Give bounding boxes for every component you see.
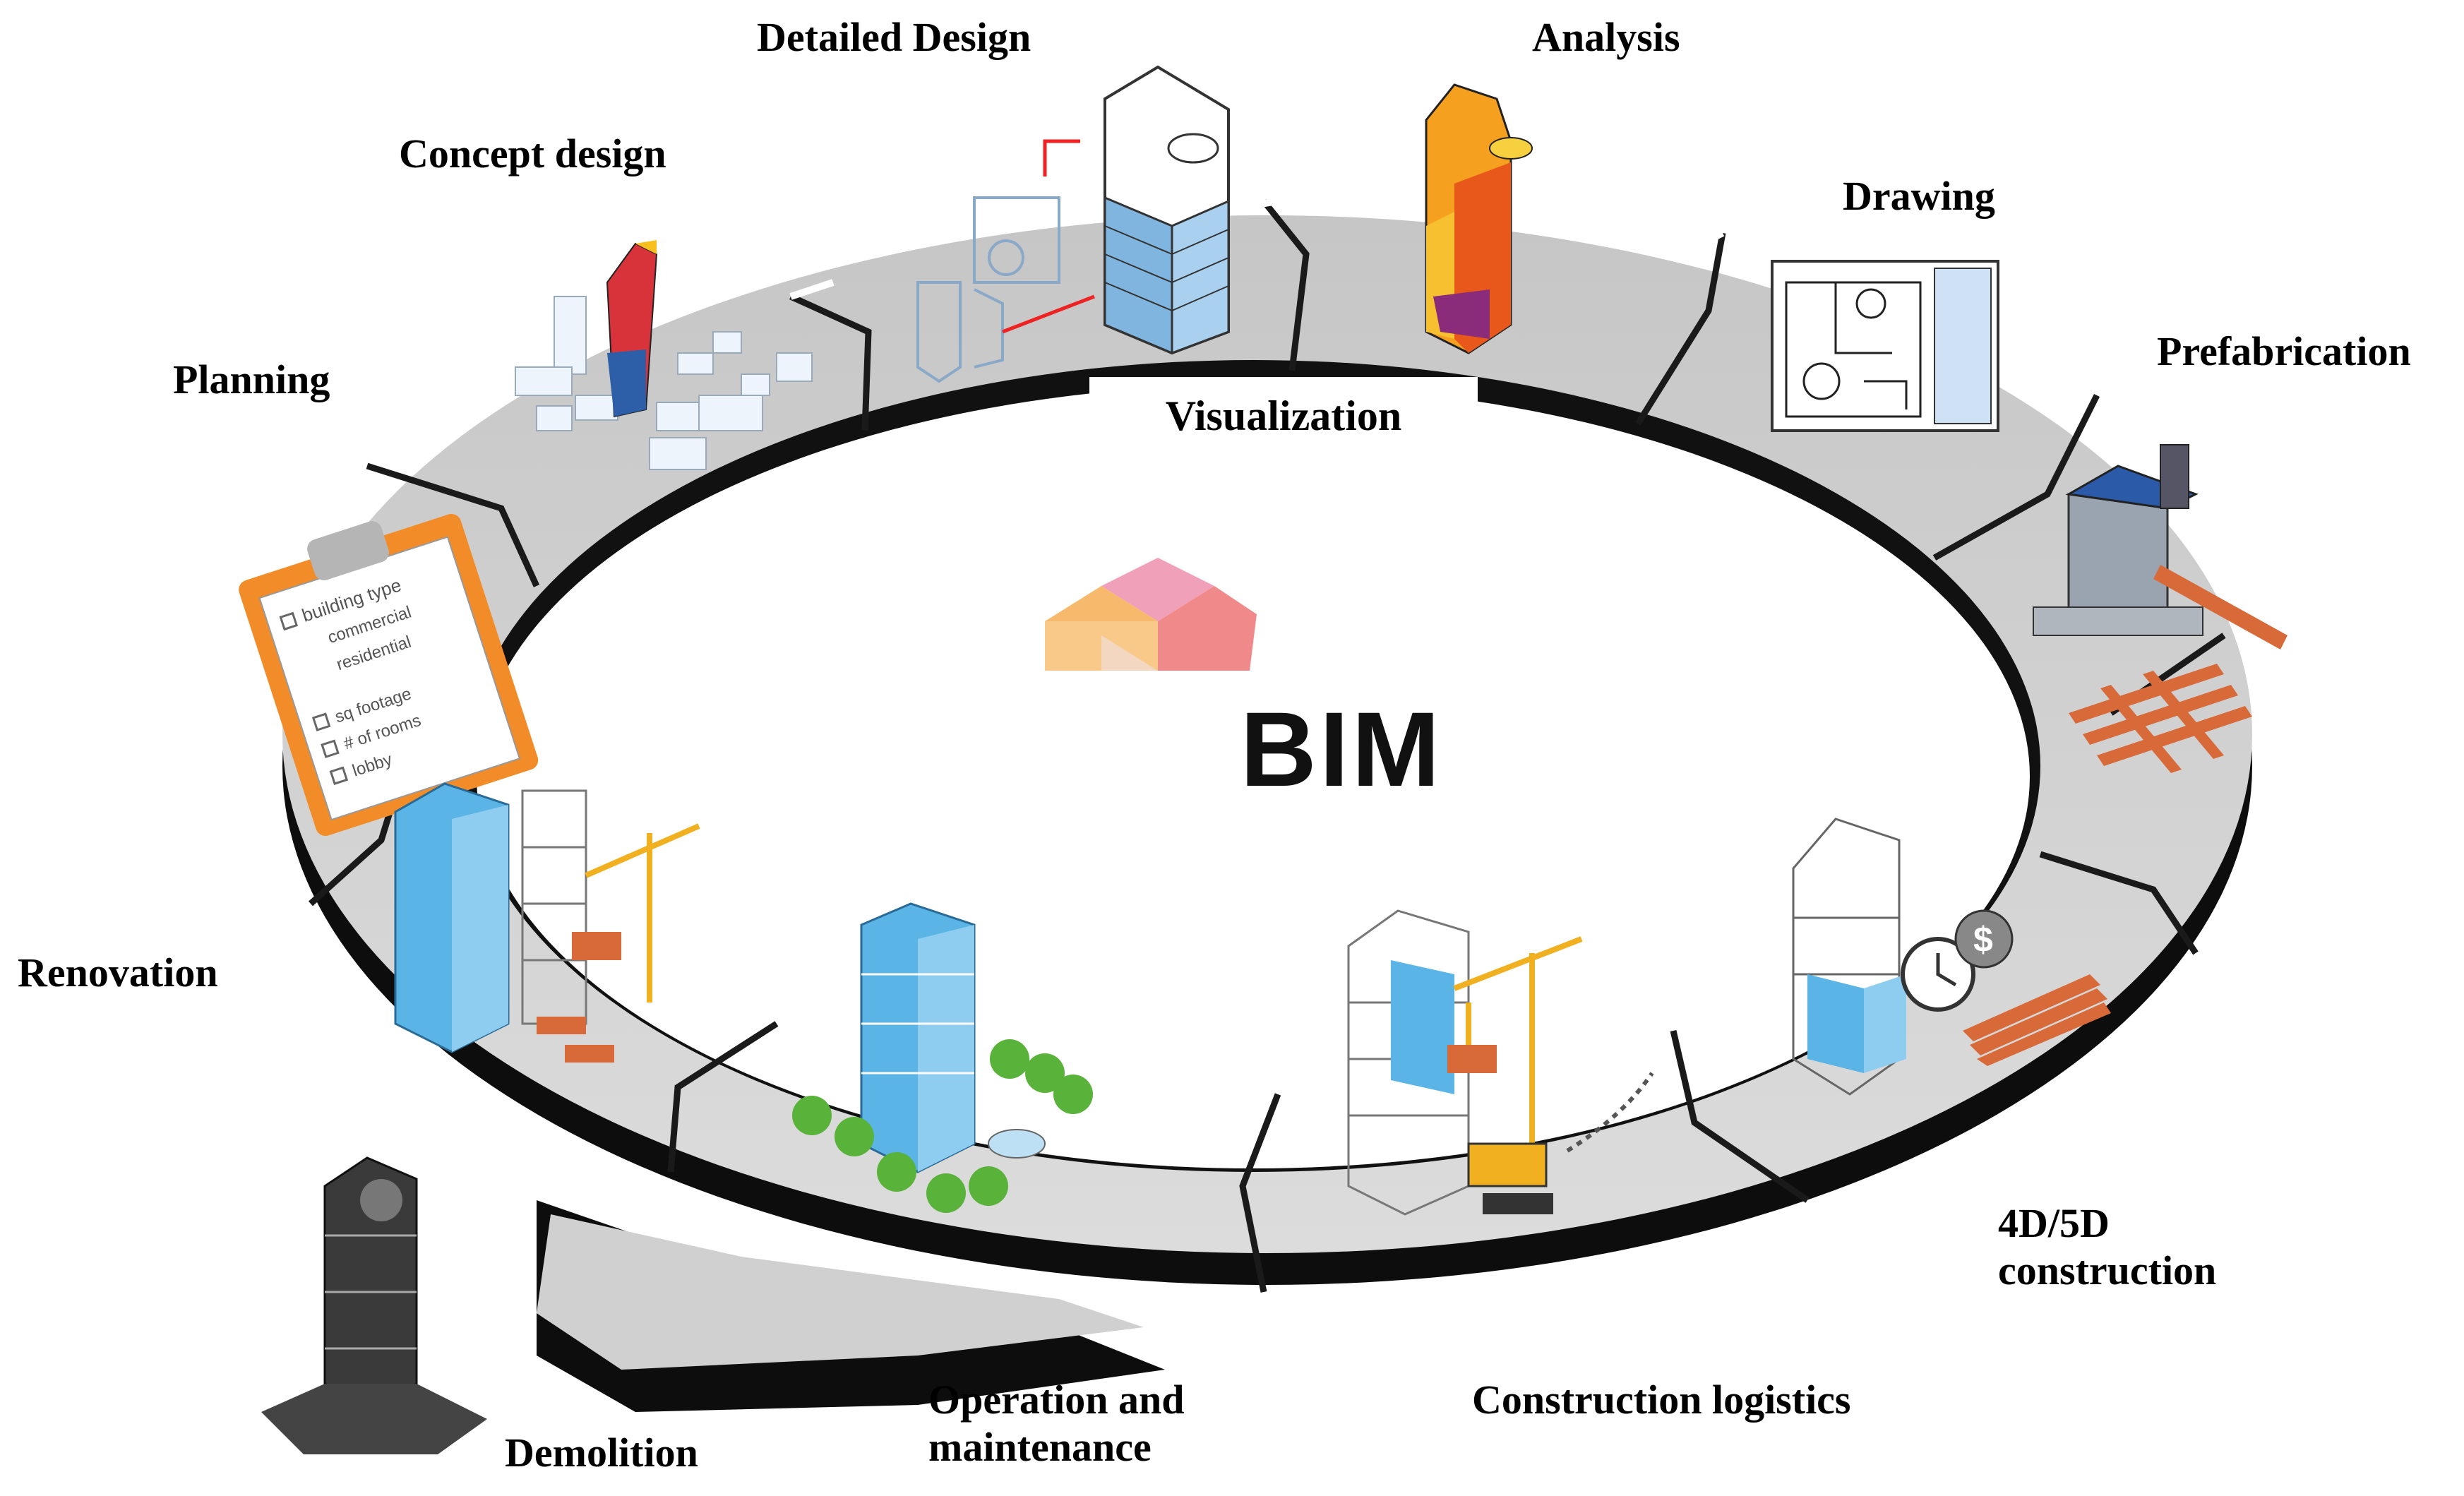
edge-highlights: [789, 194, 1725, 300]
label-4d5d-line1: 4D/5D: [1998, 1200, 2110, 1246]
label-construction-logistics: Construction logistics: [1472, 1377, 1851, 1423]
operation-maintenance-icon: [792, 902, 1093, 1213]
detailed-design-icon: [916, 65, 1230, 383]
label-detailed-design: Detailed Design: [757, 14, 1031, 60]
visualization-label: Visualization: [1165, 393, 1402, 439]
label-4d5d-construction: 4D/5D construction: [1998, 1200, 2216, 1294]
label-prefabrication: Prefabrication: [2157, 328, 2411, 374]
construction-4d5d-icon: $: [1792, 818, 2111, 1096]
demolition-icon: [261, 1156, 487, 1454]
visualization-box: [1089, 377, 1478, 455]
floorplan-drawing-icon: [1771, 260, 1999, 432]
label-operation-maintenance: Operation and maintenance: [928, 1377, 1185, 1471]
segment-dividers: [308, 199, 2226, 1293]
label-demolition: Demolition: [505, 1430, 698, 1476]
label-analysis: Analysis: [1532, 14, 1680, 60]
label-operation-line1: Operation and: [928, 1377, 1185, 1423]
analysis-icon: [1425, 83, 1533, 354]
concept-massing-icon: [515, 240, 813, 470]
renovation-icon: [394, 782, 700, 1063]
label-concept-design: Concept design: [399, 131, 666, 176]
label-operation-line2: maintenance: [928, 1423, 1152, 1470]
construction-logistics-icon: [1347, 909, 1654, 1216]
center-title: BIM: [1240, 690, 1443, 808]
bim-logo: [1045, 558, 1257, 671]
clipboard-icon: [239, 513, 539, 837]
label-drawing: Drawing: [1843, 173, 1995, 219]
label-renovation: Renovation: [18, 950, 218, 995]
svg-text:$: $: [1973, 920, 1993, 959]
label-planning: Planning: [173, 357, 330, 402]
prefabrication-machine-icon: [2033, 444, 2287, 773]
label-4d5d-line2: construction: [1998, 1247, 2217, 1293]
